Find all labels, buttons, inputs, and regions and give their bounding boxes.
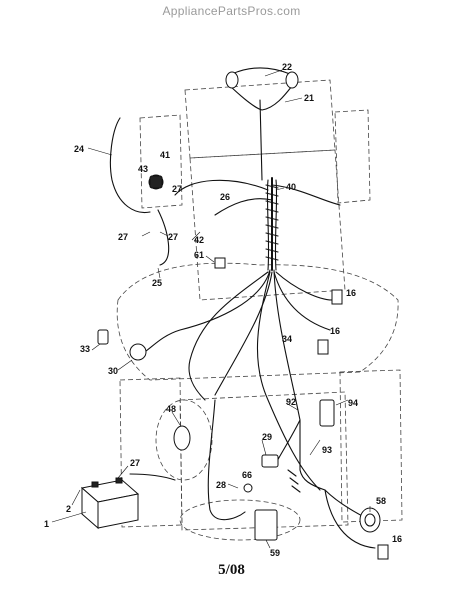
callout-22: 22 — [282, 62, 292, 72]
callout-92: 92 — [286, 397, 296, 407]
callout-27-battery: 27 — [130, 458, 140, 468]
callout-28: 28 — [216, 480, 226, 490]
callout-27-left: 27 — [118, 232, 128, 242]
callout-59: 59 — [270, 548, 280, 558]
headlight-left — [225, 71, 239, 89]
chassis-outline — [116, 79, 403, 541]
callout-21: 21 — [304, 93, 314, 103]
callout-1: 1 — [44, 519, 49, 529]
watermark: AppliancePartsPros.com — [162, 4, 301, 18]
connector-61 — [214, 257, 226, 269]
seat-switch — [97, 329, 109, 345]
page-code: 5/08 — [218, 562, 245, 578]
callout-41: 41 — [160, 150, 170, 160]
callout-16-top: 16 — [346, 288, 356, 298]
wire-harness — [109, 67, 376, 549]
connector-66 — [243, 483, 253, 493]
callout-30: 30 — [108, 366, 118, 376]
callout-42: 42 — [194, 235, 204, 245]
battery — [80, 477, 140, 530]
connector-16c — [377, 544, 389, 560]
callout-24: 24 — [74, 144, 84, 154]
loom-coil — [265, 184, 301, 493]
callout-27-right: 27 — [168, 232, 178, 242]
connector-16a — [331, 289, 343, 305]
callout-61: 61 — [194, 250, 204, 260]
leader-lines — [51, 69, 371, 549]
fuse-holder-58 — [359, 507, 381, 533]
callout-16-bottom: 16 — [392, 534, 402, 544]
callout-48: 48 — [166, 404, 176, 414]
connector-94 — [319, 399, 335, 427]
callout-16-mid: 16 — [330, 326, 340, 336]
callout-27-switch: 27 — [172, 184, 182, 194]
callout-29: 29 — [262, 432, 272, 442]
ignition-switch — [148, 174, 164, 190]
callout-66: 66 — [242, 470, 252, 480]
callout-40: 40 — [286, 182, 296, 192]
callout-34: 34 — [282, 334, 292, 344]
pto-switch — [173, 425, 191, 451]
callout-labels: 1 2 27 24 41 43 27 27 27 42 26 40 22 21 … — [44, 62, 402, 558]
callout-58: 58 — [376, 496, 386, 506]
callout-93: 93 — [322, 445, 332, 455]
connector-29 — [261, 454, 279, 468]
callout-26: 26 — [220, 192, 230, 202]
callout-25: 25 — [152, 278, 162, 288]
callout-33: 33 — [80, 344, 90, 354]
callout-2: 2 — [66, 504, 71, 514]
callout-43: 43 — [138, 164, 148, 174]
callout-94: 94 — [348, 398, 358, 408]
connector-16b — [317, 339, 329, 355]
headlight-right — [285, 71, 299, 89]
module-59 — [254, 509, 278, 541]
starter-solenoid — [129, 343, 147, 361]
